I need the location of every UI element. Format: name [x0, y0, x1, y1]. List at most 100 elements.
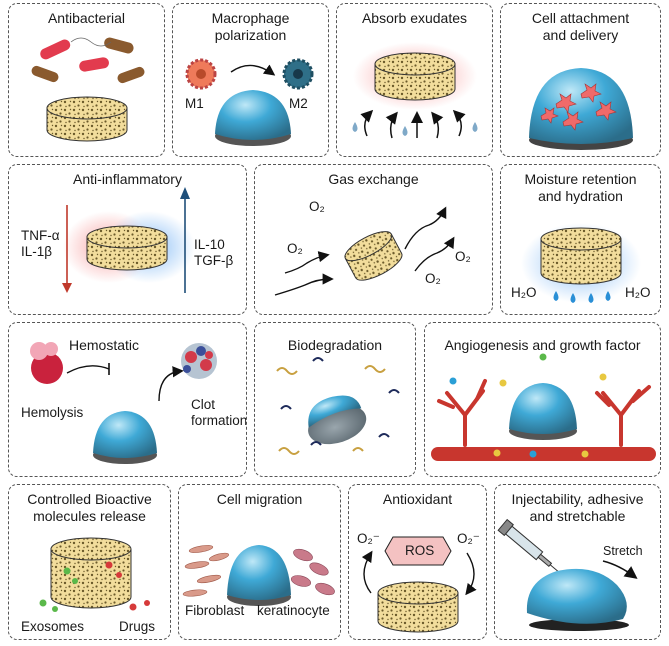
exosome-dots [39, 567, 78, 612]
exosomes-label: Exosomes [21, 619, 85, 634]
vessel-branches [437, 379, 651, 447]
panel-title: Cell migration [216, 491, 303, 507]
clot-arrow [158, 366, 184, 402]
panel-cell-migration: Cell migration Fibroblast keratinocyte [178, 484, 341, 640]
antibacterial-illustration [31, 37, 145, 142]
moisture-illustration [521, 223, 641, 303]
macrophage-illustration [185, 58, 314, 146]
m2-label: M2 [289, 96, 308, 111]
panel-antibacterial: Antibacterial [8, 3, 165, 157]
hydrogel-dome [529, 68, 633, 144]
absorb-illustration [352, 42, 478, 139]
droplet-icons [352, 122, 478, 136]
stretch-label: Stretch [603, 544, 643, 558]
porous-scaffold [46, 96, 128, 142]
panel-gas-exchange: Gas exchange O₂ O₂ O₂ O₂ [254, 164, 493, 315]
panel-title: Absorb exudates [361, 10, 468, 26]
bacteria-group [31, 37, 145, 84]
panel-antioxidant: Antioxidant ROS O₂⁻ O₂⁻ [348, 484, 487, 640]
porous-scaffold [86, 225, 168, 271]
panel-title: Anti-inflammatory [73, 171, 182, 187]
panel-title: Gas exchange [328, 171, 419, 187]
panel-title: Angiogenesis and growth factor [444, 337, 641, 353]
gas-exchange-illustration [274, 206, 455, 296]
panel-moisture: Moisture retention and hydration H₂O H₂O [500, 164, 661, 315]
panel-title: Hemostatic [69, 337, 140, 353]
panel-title: Antioxidant [382, 491, 453, 507]
cycle-arrow [361, 550, 373, 594]
o2-label: O₂ [309, 199, 325, 214]
main-vessel [431, 447, 656, 461]
clot-icon [181, 343, 217, 379]
cell-icons [540, 83, 617, 131]
panel-title: Cell attachment and delivery [531, 10, 630, 43]
panel-title: Injectability, adhesive and stretchable [511, 491, 644, 524]
hydrogel-dome [509, 383, 577, 440]
hemolysis-label: Hemolysis [21, 405, 84, 420]
growth-factor-dots [449, 353, 607, 458]
injectability-illustration [497, 518, 638, 631]
inhibit-line [66, 365, 110, 374]
ros-label: ROS [405, 543, 435, 558]
panel-title: Macrophage polarization [211, 10, 290, 43]
panel-angiogenesis: Angiogenesis and growth factor [424, 322, 661, 477]
m1-label: M1 [185, 96, 204, 111]
anti-inflammatory-illustration [62, 187, 195, 293]
panel-title: Antibacterial [47, 10, 126, 26]
absorb-arrows [360, 109, 466, 139]
polarization-arrow [230, 64, 276, 76]
o2-label: O₂ [287, 241, 303, 256]
biodegradation-illustration [276, 357, 400, 455]
fibroblast-label: Fibroblast [185, 603, 245, 618]
keratinocyte-label: keratinocyte [257, 603, 330, 618]
gas-arrows [274, 206, 455, 296]
clot-formation-label: Clot formation [191, 397, 247, 428]
porous-scaffold [374, 52, 456, 101]
fibroblast-cells [182, 545, 229, 597]
m1-cell-icon [185, 58, 217, 90]
stretch-arrow [602, 560, 638, 579]
m2-cell-icon [282, 58, 314, 90]
drug-dots [105, 561, 150, 611]
drugs-label: Drugs [119, 619, 156, 634]
panel-injectability: Injectability, adhesive and stretchable … [494, 484, 661, 640]
panel-biodegradation: Biodegradation [254, 322, 416, 477]
hydrogel-dome [227, 545, 291, 606]
angiogenesis-illustration [431, 353, 656, 461]
release-illustration [39, 537, 150, 612]
panel-absorb: Absorb exudates [336, 3, 493, 157]
hydrogel-dome [93, 411, 157, 464]
superoxide-label: O₂⁻ [457, 531, 480, 546]
panel-anti-inflammatory: Anti-inflammatory TNF-α IL-1β IL-10 TGF-… [8, 164, 247, 315]
panel-controlled-release: Controlled Bioactive molecules release E… [8, 484, 171, 640]
h2o-label: H₂O [511, 285, 537, 300]
panel-title: Biodegradation [287, 337, 383, 353]
antioxidant-illustration [361, 536, 477, 633]
o2-label: O₂ [455, 249, 471, 264]
fragment-squiggles [276, 357, 400, 455]
red-blood-cell-icon [30, 342, 63, 384]
syringe-icon [497, 518, 560, 573]
down-regulated-labels: TNF-α IL-1β [21, 228, 60, 259]
porous-scaffold [377, 581, 459, 633]
cell-attachment-illustration [529, 68, 633, 150]
hemostatic-illustration [30, 342, 217, 464]
panel-macrophage: Macrophage polarization M1 M2 [172, 3, 329, 157]
panel-title: Controlled Bioactive molecules release [27, 491, 152, 524]
panel-hemostatic: Hemostatic Hemolysis Clot formation [8, 322, 247, 477]
o2-label: O₂ [425, 271, 441, 286]
porous-scaffold [540, 227, 622, 285]
superoxide-label: O₂⁻ [357, 531, 380, 546]
hydrogel-adhesive [526, 568, 629, 631]
hydrogel-dome [215, 90, 291, 146]
panel-cell-attachment: Cell attachment and delivery [500, 3, 661, 157]
droplet-icons [553, 291, 611, 303]
cycle-arrow [465, 552, 477, 596]
up-regulated-labels: IL-10 TGF-β [194, 237, 234, 268]
keratinocyte-cells [290, 548, 335, 596]
h2o-label: H₂O [625, 285, 651, 300]
porous-scaffold [344, 231, 403, 281]
ros-box [384, 536, 452, 566]
panel-title: Moisture retention and hydration [524, 171, 637, 204]
cell-migration-illustration [182, 545, 335, 606]
